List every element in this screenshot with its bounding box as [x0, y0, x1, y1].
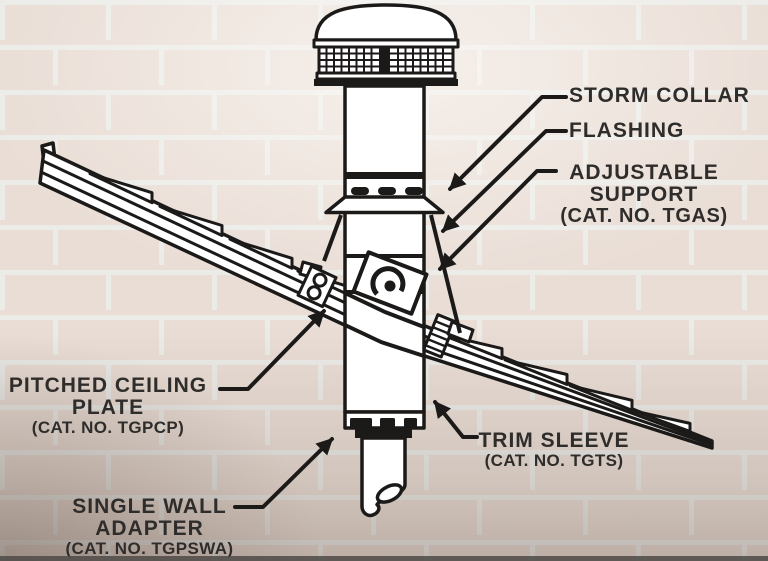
single-wall-adapter-line2: ADAPTER: [95, 516, 204, 540]
label-trim-sleeve: TRIM SLEEVE (CAT. NO. TGTS): [474, 430, 634, 470]
vent-pipe: [343, 84, 426, 414]
storm-collar-leader: [448, 95, 568, 191]
label-flashing: FLASHING: [569, 120, 684, 142]
pitched-ceiling-plate-leader: [218, 309, 326, 391]
single-wall-adapter-line1: SINGLE WALL: [72, 495, 227, 518]
label-adjustable-support: ADJUSTABLE SUPPORT (CAT. NO. TGAS): [540, 162, 748, 226]
single-wall-adapter: [355, 427, 412, 518]
bottom-border-strip: [0, 556, 768, 561]
pitched-ceiling-plate-cat-no: (CAT. NO. TGPCP): [31, 417, 185, 437]
single-wall-adapter-leader: [233, 437, 334, 509]
adjustable-support-cat-no: (CAT. NO. TGAS): [560, 204, 728, 227]
trim-sleeve-line1: TRIM SLEEVE: [478, 429, 630, 452]
pitched-ceiling-plate-line2: PLATE: [71, 395, 145, 419]
trim-sleeve-cat-no: (CAT. NO. TGTS): [484, 450, 624, 470]
storm-collar-text: STORM COLLAR: [569, 84, 750, 107]
roof-through-pipe: [344, 291, 425, 329]
flashing: [322, 195, 462, 334]
trim-sleeve-leader: [433, 400, 479, 439]
pitched-ceiling-plate-line1: PITCHED CEILING: [8, 374, 208, 397]
label-storm-collar: STORM COLLAR: [569, 85, 750, 107]
adjustable-support-line2: SUPPORT: [589, 182, 699, 206]
trim-sleeve: [343, 410, 426, 430]
label-pitched-ceiling-plate: PITCHED CEILING PLATE (CAT. NO. TGPCP): [0, 375, 216, 436]
roof-bracket-left: [296, 264, 338, 309]
label-single-wall-adapter: SINGLE WALL ADAPTER (CAT. NO. TGPSWA): [52, 496, 247, 557]
flashing-leader: [441, 129, 568, 233]
roof-coil-right: [422, 313, 457, 359]
pipe-assembly: [312, 3, 462, 518]
single-wall-adapter-cat-no: (CAT. NO. TGPSWA): [65, 538, 234, 558]
storm-collar: [344, 172, 425, 195]
adjustable-support: [345, 250, 429, 316]
adjustable-support-leader: [438, 169, 558, 271]
flashing-text: FLASHING: [569, 119, 685, 142]
roof-shingles-right: [438, 332, 692, 433]
chimney-cap: [312, 3, 460, 86]
adjustable-support-line1: ADJUSTABLE: [569, 161, 719, 184]
